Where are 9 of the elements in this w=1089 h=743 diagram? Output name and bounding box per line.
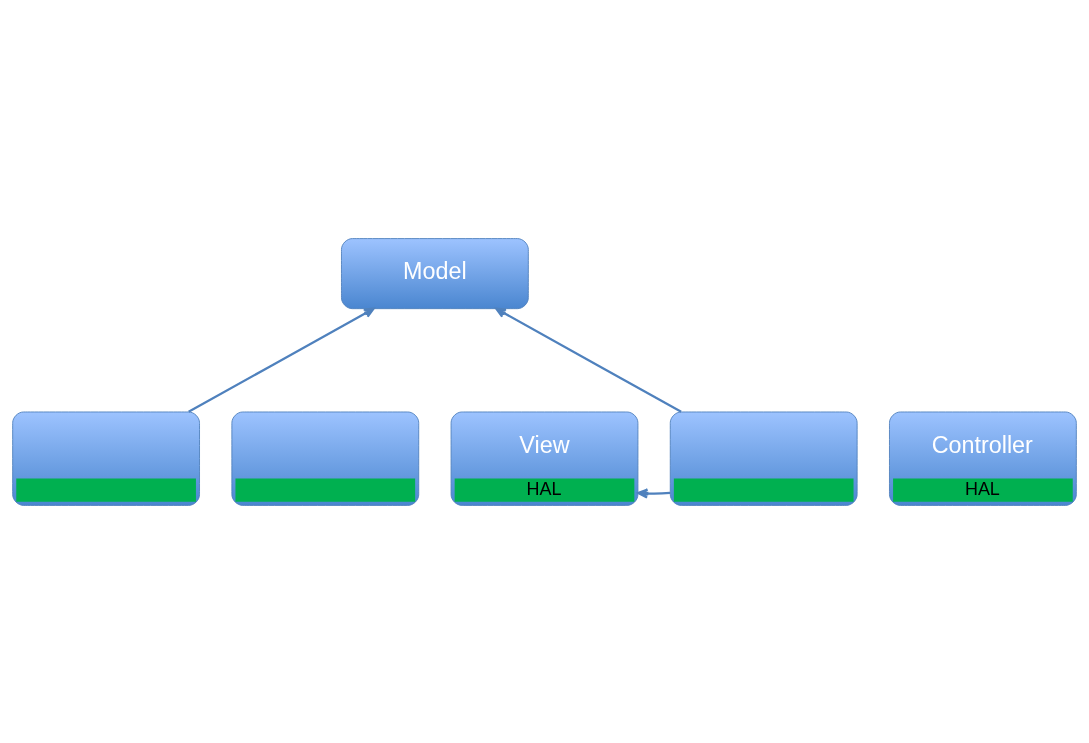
node-box: View HAL [450, 411, 639, 506]
node-box [12, 411, 200, 506]
arrow [188, 307, 375, 413]
node-box [231, 411, 420, 506]
node-box [669, 411, 858, 506]
arrow [495, 307, 682, 413]
node-box: Model [341, 237, 529, 309]
arrow [637, 487, 671, 499]
node-box: Controller HAL [889, 411, 1077, 506]
